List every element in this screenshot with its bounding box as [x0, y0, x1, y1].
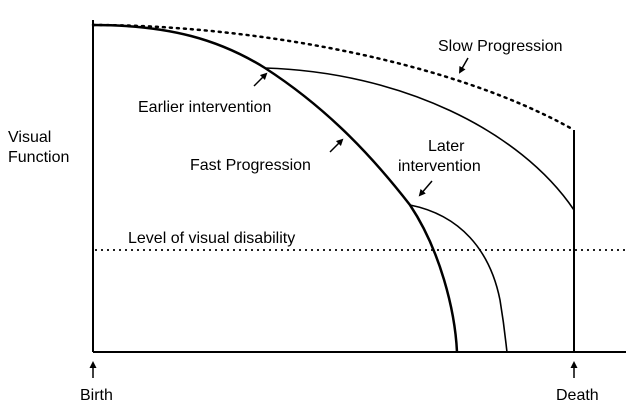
slow-progression-curve: [91, 23, 576, 132]
later-intervention-arrow: [418, 180, 433, 197]
later-intervention-label-line1: Later: [428, 138, 465, 155]
slow-progression-label: Slow Progression: [438, 38, 563, 55]
fast-progression-curve: [92, 23, 459, 353]
fast-progression-label: Fast Progression: [190, 157, 311, 174]
y-axis-label-line2: Function: [8, 149, 69, 166]
death-label: Death: [556, 387, 599, 404]
birth-label: Birth: [80, 387, 113, 404]
slow-progression-arrow: [459, 57, 469, 74]
y-axis-label-line1: Visual: [8, 129, 51, 146]
fast-progression-arrow: [329, 138, 344, 153]
earlier-intervention-label: Earlier intervention: [138, 99, 271, 116]
later-intervention-curve: [409, 204, 508, 353]
later-intervention-label-line2: intervention: [398, 158, 481, 175]
earlier-intervention-arrow: [253, 72, 268, 87]
earlier-intervention-curve: [264, 67, 575, 211]
disability-level-label: Level of visual disability: [128, 230, 295, 247]
